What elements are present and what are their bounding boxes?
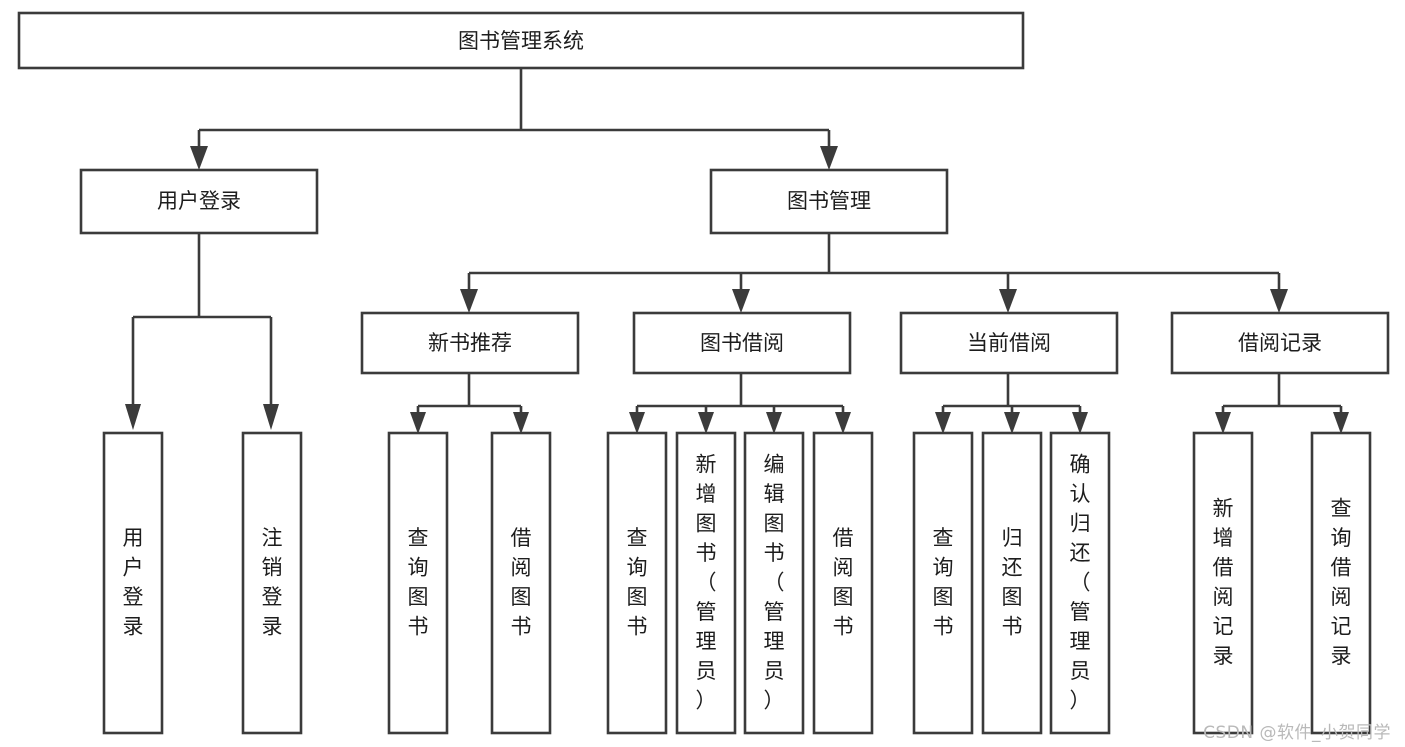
node-leaf-query-record-label: 查询借阅记录 [1331,497,1352,669]
node-root[interactable]: 图书管理系统 [17,11,1025,70]
node-book-management[interactable]: 图书管理 [709,168,949,235]
arrow-head-leaf-add-book [698,412,714,434]
node-book-borrow-label: 图书借阅 [700,331,784,355]
node-leaf-add-book-label: 新增图书（管理员） [696,452,717,712]
node-leaf-query-book-3-label: 查询图书 [933,526,954,639]
node-leaf-borrow-book-2-label: 借阅图书 [833,526,854,639]
node-leaf-query-record-box[interactable] [1310,431,1372,735]
node-current-borrow-label: 当前借阅 [967,331,1051,355]
node-user-login-label: 用户登录 [157,189,241,213]
node-leaf-user-login[interactable]: 用户登录 [102,431,164,735]
node-leaf-query-book-1-box[interactable] [387,431,449,735]
node-leaf-logout-login[interactable]: 注销登录 [241,431,303,735]
node-user-login[interactable]: 用户登录 [79,168,319,235]
arrow-head-leaf-borrow-book-2 [835,412,851,434]
node-leaf-confirm-return-label: 确认归还（管理员） [1070,452,1091,712]
arrow-head-current-borrow [999,289,1017,313]
arrow-head-leaf-borrow-book-1 [513,412,529,434]
arrow-head-leaf-query-book-2 [629,412,645,434]
node-leaf-query-book-2[interactable]: 查询图书 [606,431,668,735]
node-leaf-logout-login-box[interactable] [241,431,303,735]
arrow-head-leaf-query-book-3 [935,412,951,434]
node-leaf-query-book-1[interactable]: 查询图书 [387,431,449,735]
node-leaf-edit-book-box[interactable] [743,431,805,735]
arrow-head-leaf-add-record [1215,412,1231,434]
node-leaf-return-book-box[interactable] [981,431,1043,735]
node-leaf-edit-book[interactable]: 编辑图书（管理员） [743,431,805,735]
node-leaf-confirm-return-box[interactable] [1049,431,1111,735]
node-current-borrow[interactable]: 当前借阅 [899,311,1119,375]
node-leaf-borrow-book-2[interactable]: 借阅图书 [812,431,874,735]
arrow-head-leaf-user-login [125,404,141,430]
node-leaf-return-book[interactable]: 归还图书 [981,431,1043,735]
node-leaf-borrow-book-1[interactable]: 借阅图书 [490,431,552,735]
node-book-borrow-box[interactable] [632,311,852,375]
node-leaf-user-login-box[interactable] [102,431,164,735]
node-root-box[interactable] [17,11,1025,70]
connectors [125,68,1349,434]
node-leaf-add-record-label: 新增借阅记录 [1213,497,1234,669]
node-leaf-logout-login-label: 注销登录 [262,526,283,639]
node-leaf-query-book-2-label: 查询图书 [627,526,648,639]
node-borrow-record[interactable]: 借阅记录 [1170,311,1390,375]
arrow-head-user-login [190,146,208,170]
node-book-management-label: 图书管理 [787,189,871,213]
node-leaf-borrow-book-1-label: 借阅图书 [511,526,532,639]
node-leaf-add-record[interactable]: 新增借阅记录 [1192,431,1254,735]
arrow-head-leaf-return-book [1004,412,1020,434]
node-leaf-query-book-1-label: 查询图书 [408,526,429,639]
node-new-book-recommend-label: 新书推荐 [428,331,512,355]
arrow-head-leaf-query-record [1333,412,1349,434]
arrow-head-leaf-confirm-return [1072,412,1088,434]
node-leaf-add-record-box[interactable] [1192,431,1254,735]
node-current-borrow-box[interactable] [899,311,1119,375]
node-leaf-query-book-3[interactable]: 查询图书 [912,431,974,735]
node-leaf-query-book-3-box[interactable] [912,431,974,735]
node-root-label: 图书管理系统 [458,29,584,53]
node-borrow-record-box[interactable] [1170,311,1390,375]
node-new-book-recommend-box[interactable] [360,311,580,375]
node-user-login-box[interactable] [79,168,319,235]
node-borrow-record-label: 借阅记录 [1238,331,1322,355]
arrow-head-book-management [820,146,838,170]
node-book-management-box[interactable] [709,168,949,235]
node-leaf-query-book-2-box[interactable] [606,431,668,735]
watermark-text: CSDN @软件_小贺同学 [1203,723,1391,743]
node-leaf-borrow-book-2-box[interactable] [812,431,874,735]
arrow-head-leaf-query-book-1 [410,412,426,434]
node-leaf-add-book-box[interactable] [675,431,737,735]
node-book-borrow[interactable]: 图书借阅 [632,311,852,375]
node-leaf-query-record[interactable]: 查询借阅记录 [1310,431,1372,735]
node-leaf-user-login-label: 用户登录 [123,526,144,639]
node-leaf-borrow-book-1-box[interactable] [490,431,552,735]
arrow-head-borrow-record [1270,289,1288,313]
node-leaf-confirm-return[interactable]: 确认归还（管理员） [1049,431,1111,735]
arrow-head-leaf-edit-book [766,412,782,434]
node-leaf-return-book-label: 归还图书 [1002,526,1023,639]
arrow-head-leaf-logout-login [263,404,279,430]
node-leaf-add-book[interactable]: 新增图书（管理员） [675,431,737,735]
arrow-head-book-borrow [732,289,750,313]
node-new-book-recommend[interactable]: 新书推荐 [360,311,580,375]
node-leaf-edit-book-label: 编辑图书（管理员） [764,452,785,712]
arrow-head-new-book-recommend [460,289,478,313]
